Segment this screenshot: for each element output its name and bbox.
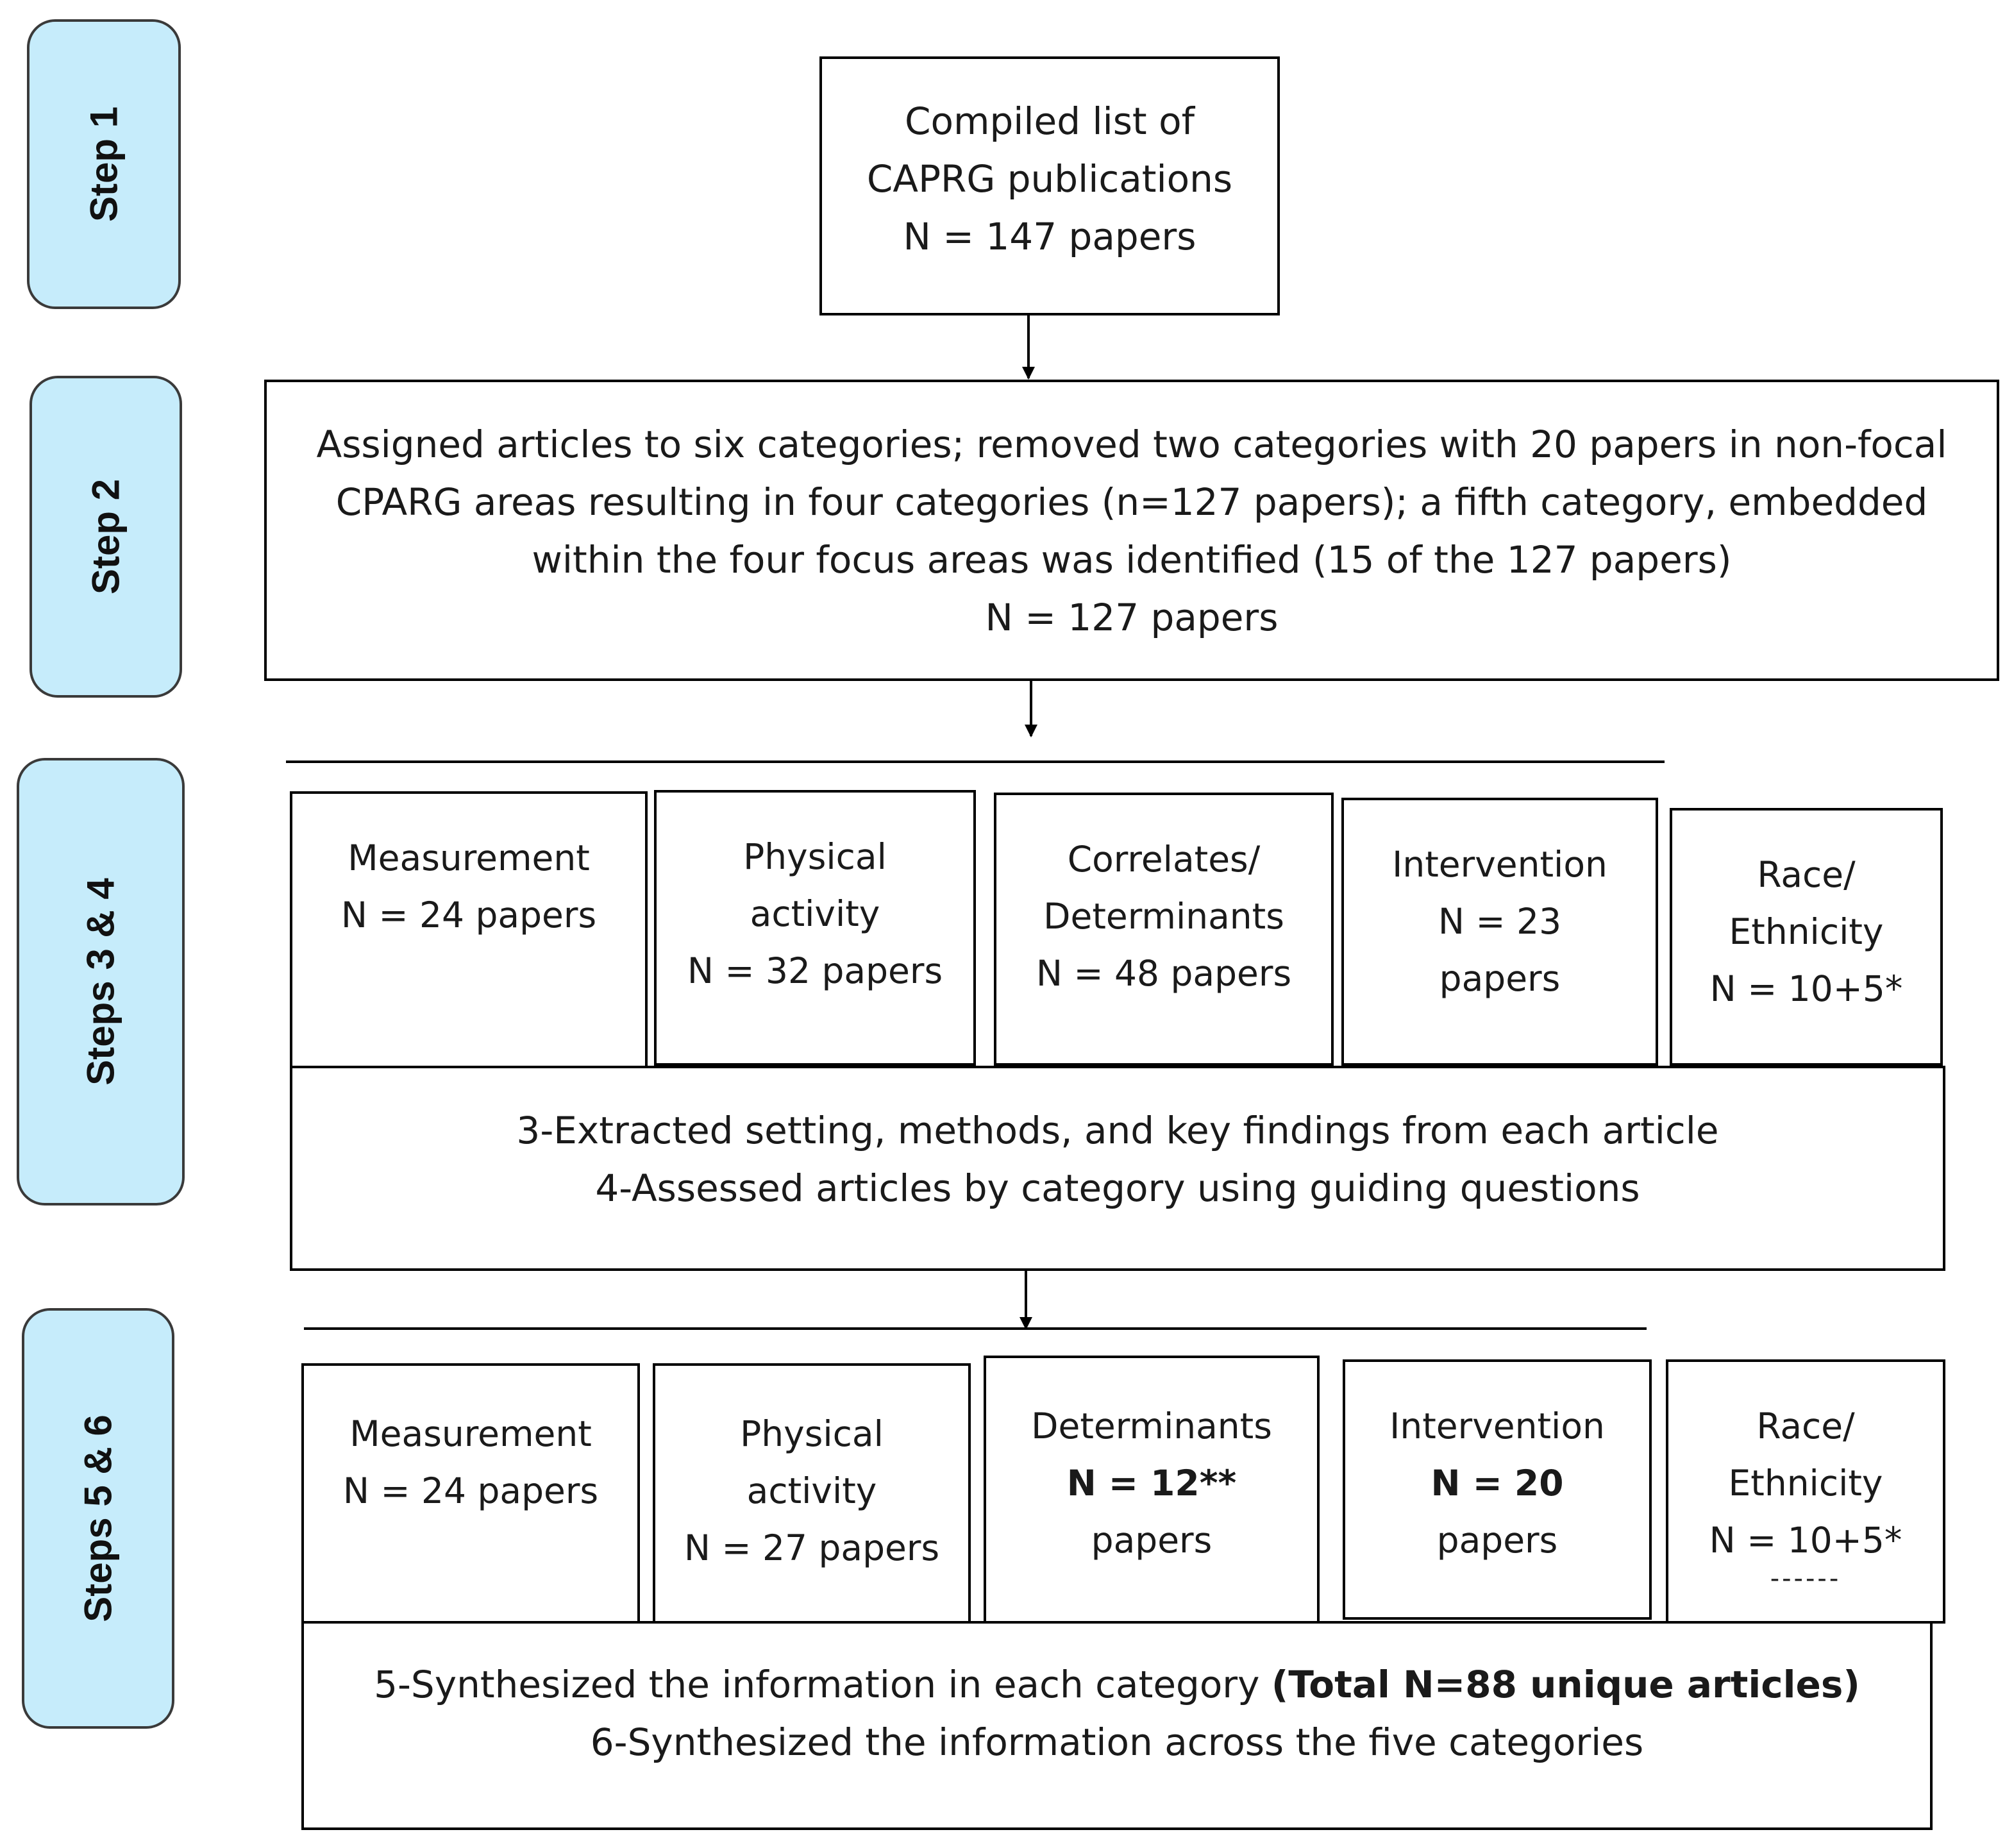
s56-measurement-line-1: Measurement — [349, 1413, 592, 1454]
step-56-line-2: 6-Synthesized the information across the… — [590, 1720, 1644, 1764]
step-34-line-2: 4-Assessed articles by category using gu… — [595, 1166, 1640, 1210]
s34-correlates-line-1: Correlates/ — [1067, 839, 1261, 880]
divider-line-steps-5-6 — [304, 1327, 1647, 1330]
s56-determinants-line-3: papers — [1091, 1520, 1213, 1561]
s56-category-physical-activity: Physical activity N = 27 papers — [653, 1363, 971, 1624]
s56-physical-activity-line-3: N = 27 papers — [684, 1527, 940, 1568]
s56-race-line-2: Ethnicity — [1728, 1463, 1883, 1504]
steps-3-4-label-box: Steps 3 & 4 — [17, 758, 185, 1205]
step-2-label: Step 2 — [84, 478, 128, 595]
s34-category-intervention: Intervention N = 23 papers — [1341, 798, 1658, 1066]
s34-physical-activity-line-2: activity — [750, 893, 880, 934]
s56-category-measurement: Measurement N = 24 papers — [301, 1363, 640, 1624]
step-56-box: 5-Synthesized the information in each ca… — [301, 1621, 1933, 1830]
step-1-line-2: CAPRG publications — [866, 157, 1233, 201]
s34-race-line-1: Race/ — [1757, 854, 1856, 895]
s34-intervention-line-3: papers — [1439, 958, 1561, 999]
step-34-line-1: 3-Extracted setting, methods, and key fi… — [516, 1109, 1719, 1152]
s56-race-dash-marks: ------ — [1770, 1564, 1842, 1593]
s34-category-physical-activity: Physical activity N = 32 papers — [654, 790, 976, 1066]
s34-intervention-line-1: Intervention — [1392, 844, 1607, 885]
s56-determinants-line-2: N = 12** — [1066, 1463, 1237, 1504]
step-56-total-count: (Total N=88 unique articles) — [1271, 1663, 1860, 1706]
s34-measurement-line-1: Measurement — [348, 837, 590, 878]
s34-category-measurement: Measurement N = 24 papers — [290, 791, 648, 1073]
s34-physical-activity-line-1: Physical — [743, 836, 887, 877]
s34-category-correlates-determinants: Correlates/ Determinants N = 48 papers — [994, 793, 1334, 1066]
s56-measurement-line-2: N = 24 papers — [342, 1470, 599, 1511]
s56-race-line-1: Race/ — [1756, 1406, 1855, 1447]
step-1-line-3: N = 147 papers — [903, 215, 1196, 258]
step-2-line-2: CPARG areas resulting in four categories… — [335, 480, 1928, 524]
step-34-box: 3-Extracted setting, methods, and key fi… — [290, 1066, 1945, 1271]
s34-physical-activity-line-3: N = 32 papers — [687, 950, 943, 991]
s34-correlates-line-2: Determinants — [1043, 896, 1284, 937]
step-2-line-3: within the four focus areas was identifi… — [532, 538, 1732, 582]
step-2-line-1: Assigned articles to six categories; rem… — [316, 423, 1947, 466]
steps-5-6-label: Steps 5 & 6 — [76, 1415, 120, 1622]
s56-race-line-3: N = 10+5* — [1709, 1520, 1902, 1561]
step-1-label: Step 1 — [82, 106, 126, 223]
s56-category-intervention: Intervention N = 20 papers — [1343, 1359, 1652, 1620]
s34-intervention-line-2: N = 23 — [1438, 901, 1562, 942]
step-56-line-1-text: 5-Synthesized the information in each ca… — [374, 1663, 1271, 1706]
s56-category-race-ethnicity: Race/ Ethnicity N = 10+5* ------ — [1666, 1359, 1945, 1624]
steps-3-4-label: Steps 3 & 4 — [79, 878, 122, 1086]
step-2-line-4: N = 127 papers — [985, 596, 1279, 639]
s56-physical-activity-line-1: Physical — [740, 1413, 884, 1454]
step-1-line-1: Compiled list of — [905, 99, 1195, 143]
s34-correlates-line-3: N = 48 papers — [1036, 953, 1292, 994]
steps-5-6-label-box: Steps 5 & 6 — [22, 1308, 174, 1729]
s56-intervention-line-3: papers — [1436, 1520, 1558, 1561]
s34-category-race-ethnicity: Race/ Ethnicity N = 10+5* — [1670, 808, 1943, 1066]
s56-category-determinants: Determinants N = 12** papers — [984, 1356, 1320, 1624]
s56-intervention-line-2: N = 20 — [1431, 1463, 1564, 1504]
s56-determinants-line-1: Determinants — [1031, 1406, 1272, 1447]
divider-line-steps-3-4 — [286, 760, 1665, 763]
s34-race-line-2: Ethnicity — [1729, 911, 1884, 952]
step-56-line-1: 5-Synthesized the information in each ca… — [374, 1656, 1860, 1713]
step-2-box: Assigned articles to six categories; rem… — [264, 380, 1999, 681]
step-1-box: Compiled list of CAPRG publications N = … — [819, 56, 1280, 315]
s34-race-line-3: N = 10+5* — [1709, 968, 1903, 1009]
s56-physical-activity-line-2: activity — [746, 1470, 877, 1511]
s56-intervention-line-1: Intervention — [1389, 1406, 1605, 1447]
s34-measurement-line-2: N = 24 papers — [340, 895, 597, 936]
step-1-label-box: Step 1 — [27, 19, 181, 309]
step-2-label-box: Step 2 — [29, 376, 182, 698]
